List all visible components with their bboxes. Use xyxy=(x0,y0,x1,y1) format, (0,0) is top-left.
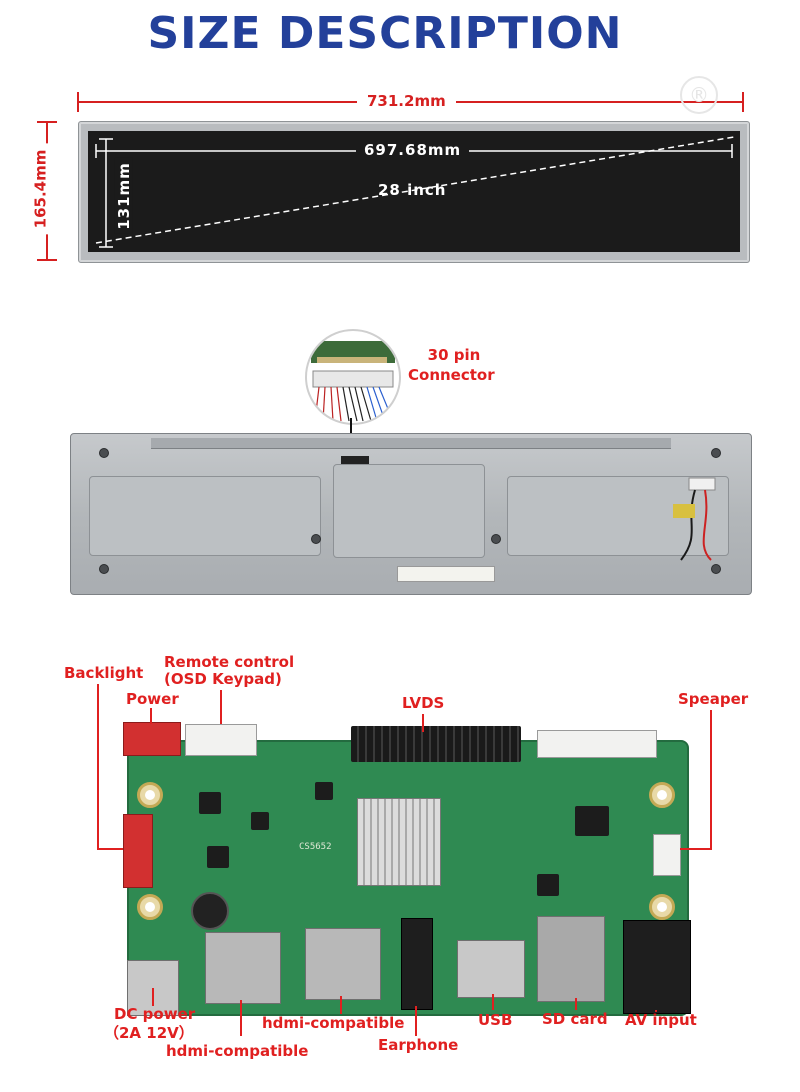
label-hdmi-1: hdmi-compatible xyxy=(262,1014,405,1032)
ic-chip xyxy=(199,792,221,814)
connector-label-line1: 30 pin xyxy=(427,346,481,364)
screw-icon xyxy=(711,448,721,458)
ic-chip xyxy=(315,782,333,800)
back-top-rail xyxy=(151,438,671,449)
leader-usb xyxy=(492,994,494,1010)
ic-chip xyxy=(251,812,269,830)
back-plate-center xyxy=(333,464,485,558)
ic-chip xyxy=(207,846,229,868)
av-input-jack xyxy=(623,920,691,1014)
label-av-input: AV input xyxy=(625,1011,697,1029)
hdmi-port-1 xyxy=(205,932,281,1004)
power-connector xyxy=(123,722,181,756)
label-remote-line2: (OSD Keypad) xyxy=(164,670,282,688)
active-width-label: 697.68mm xyxy=(356,141,470,159)
backlight-connector xyxy=(123,814,153,888)
leader-speaker-h xyxy=(680,848,712,850)
page-title: SIZE DESCRIPTION xyxy=(147,8,623,59)
label-dc-line1: DC power xyxy=(114,1005,196,1023)
leader-speaker xyxy=(710,710,712,850)
remote-control-connector xyxy=(185,724,257,756)
outer-height-label: 165.4mm xyxy=(31,143,50,235)
connector-label-line2: Connector xyxy=(408,366,495,384)
screw-icon xyxy=(311,534,321,544)
label-sd-card: SD card xyxy=(542,1010,608,1028)
lcd-panel-back xyxy=(70,433,752,595)
usb-port xyxy=(457,940,525,998)
screw-icon xyxy=(711,564,721,574)
registered-mark-icon: ® xyxy=(680,76,718,114)
screw-icon xyxy=(491,534,501,544)
height-tick-bottom xyxy=(37,259,57,261)
leader-backlight-h xyxy=(97,848,123,850)
mount-hole xyxy=(649,894,675,920)
label-power: Power xyxy=(126,690,179,708)
leader-earphone xyxy=(415,1006,417,1036)
earphone-jack xyxy=(401,918,433,1010)
back-connector-socket xyxy=(341,456,369,464)
label-lvds: LVDS xyxy=(402,694,445,712)
leader-hdmi-1 xyxy=(340,996,342,1014)
capacitor xyxy=(191,892,229,930)
label-earphone: Earphone xyxy=(378,1036,459,1054)
speaker-top-connector xyxy=(537,730,657,758)
active-height-label: 131mm xyxy=(114,158,133,234)
label-speaker: Speaper xyxy=(678,690,749,708)
leader-remote xyxy=(220,690,222,724)
mount-hole xyxy=(649,782,675,808)
label-remote-line1: Remote control xyxy=(164,653,295,671)
label-dc-line2: （2A 12V） xyxy=(104,1024,194,1042)
connector-closeup xyxy=(305,329,401,425)
ic-chip xyxy=(575,806,609,836)
width-tick-right xyxy=(742,92,744,112)
heatsink xyxy=(357,798,441,886)
leader-lvds xyxy=(422,714,424,732)
backlight-cable-illustration xyxy=(673,477,716,561)
outer-width-label: 731.2mm xyxy=(357,92,456,110)
width-tick-left xyxy=(77,92,79,112)
lvds-header xyxy=(351,726,521,762)
ic-chip xyxy=(537,874,559,896)
back-plate-left xyxy=(89,476,321,556)
lcd-screen: 697.68mm 131mm 28 inch xyxy=(88,131,740,252)
label-usb: USB xyxy=(478,1011,513,1029)
connector-closeup-illustration xyxy=(311,341,395,422)
driver-board: CS5652 xyxy=(123,726,691,1016)
label-hdmi-2: hdmi-compatible xyxy=(166,1042,309,1060)
mount-hole xyxy=(137,782,163,808)
leader-av-input xyxy=(655,1010,657,1012)
back-serial-sticker xyxy=(397,566,495,582)
mount-hole xyxy=(137,894,163,920)
height-tick-top xyxy=(37,121,57,123)
screw-icon xyxy=(99,564,109,574)
leader-power xyxy=(150,708,152,724)
screw-icon xyxy=(99,448,109,458)
speaker-connector xyxy=(653,834,681,876)
label-backlight: Backlight xyxy=(64,664,144,682)
hdmi-port-2 xyxy=(305,928,381,1000)
sd-card-slot xyxy=(537,916,605,1002)
diagonal-label: 28 inch xyxy=(378,181,447,199)
leader-dc xyxy=(152,988,154,1006)
leader-backlight xyxy=(97,684,99,850)
board-silkscreen: CS5652 xyxy=(299,842,332,852)
leader-hdmi-2 xyxy=(240,1000,242,1036)
leader-sd-card xyxy=(575,998,577,1010)
